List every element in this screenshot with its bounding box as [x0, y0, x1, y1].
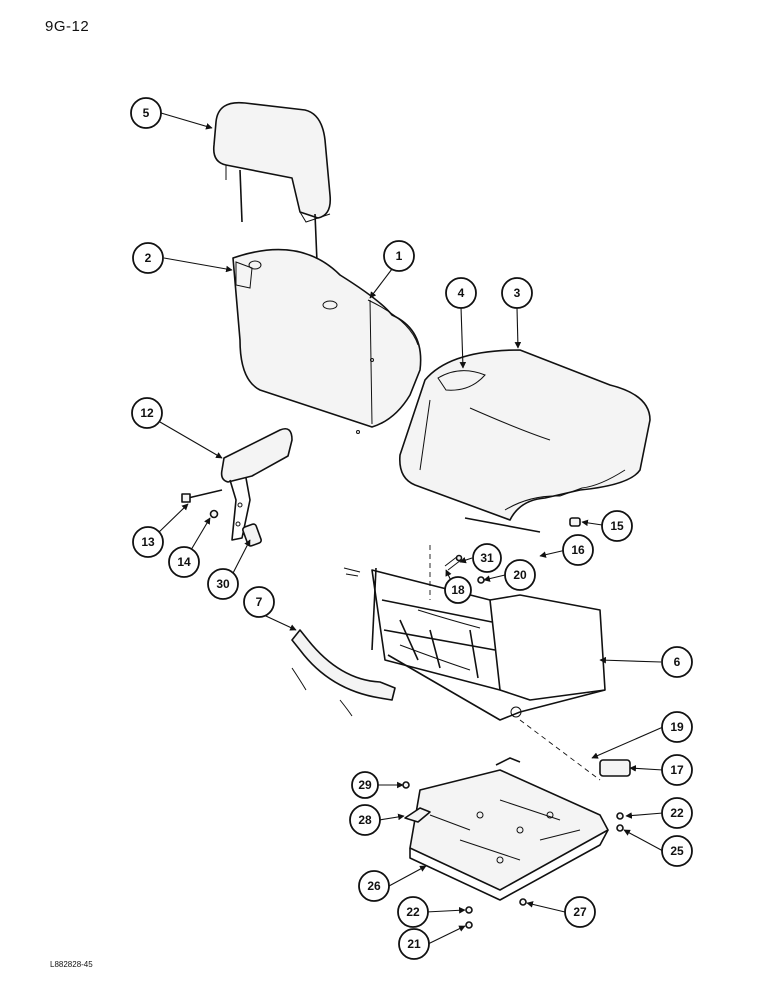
callout-5: 5	[130, 97, 162, 129]
callout-label: 31	[480, 551, 494, 565]
bolt-21-part	[465, 921, 473, 929]
callout-label: 14	[177, 555, 191, 569]
callout-label: 30	[216, 577, 230, 591]
callout-21: 21	[398, 928, 430, 960]
callout-label: 7	[256, 595, 263, 609]
callout-label: 15	[610, 519, 624, 533]
callout-label: 13	[141, 535, 155, 549]
callout-3: 3	[501, 277, 533, 309]
callout-2: 2	[132, 242, 164, 274]
callout-label: 21	[407, 937, 421, 951]
small-hardware	[343, 517, 581, 584]
callout-28: 28	[349, 804, 381, 836]
bracket-7-part	[291, 629, 396, 717]
callout-label: 17	[670, 763, 684, 777]
headrest-part	[212, 101, 332, 263]
callout-label: 4	[458, 286, 465, 300]
callout-17: 17	[661, 754, 693, 786]
callout-19: 19	[661, 711, 693, 743]
bolt-25-part	[616, 824, 624, 832]
leader-lines	[155, 112, 664, 945]
washer-14-part	[209, 509, 219, 519]
callout-7: 7	[243, 586, 275, 618]
fitting-29-part	[402, 781, 410, 789]
seat-cushion-part	[398, 349, 651, 521]
callout-25: 25	[661, 835, 693, 867]
callout-15: 15	[601, 510, 633, 542]
callout-27: 27	[564, 896, 596, 928]
base-plate-part	[409, 757, 609, 901]
lever-17-part	[599, 759, 631, 777]
callout-label: 29	[358, 778, 372, 792]
callout-label: 22	[670, 806, 684, 820]
callout-4: 4	[445, 277, 477, 309]
callout-label: 16	[571, 543, 585, 557]
callout-31: 31	[472, 543, 502, 573]
callout-22-lower: 22	[397, 896, 429, 928]
callout-14: 14	[168, 546, 200, 578]
callout-18: 18	[444, 576, 472, 604]
page-code: 9G-12	[45, 18, 90, 35]
nut-22-lower-part	[465, 906, 473, 914]
bolt-27-part	[519, 898, 527, 906]
callout-label: 5	[143, 106, 150, 120]
bolt-13-part	[181, 489, 223, 503]
callout-label: 6	[674, 655, 681, 669]
callout-label: 25	[670, 844, 684, 858]
seat-frame-part	[371, 567, 606, 721]
bushing-30-part	[242, 523, 262, 547]
nut-22-right-part	[616, 812, 624, 820]
callout-label: 1	[396, 249, 403, 263]
callout-label: 26	[367, 879, 381, 893]
callout-30: 30	[207, 568, 239, 600]
callout-label: 27	[573, 905, 587, 919]
callout-6: 6	[661, 646, 693, 678]
callout-label: 12	[140, 406, 154, 420]
callout-label: 3	[514, 286, 521, 300]
callout-13: 13	[132, 526, 164, 558]
callout-29: 29	[351, 771, 379, 799]
callout-26: 26	[358, 870, 390, 902]
fitting-28-part	[404, 807, 431, 823]
callout-label: 19	[670, 720, 684, 734]
callout-label: 20	[513, 568, 527, 582]
callout-12: 12	[131, 397, 163, 429]
callout-label: 22	[406, 905, 420, 919]
seat-back-part	[232, 248, 422, 434]
callout-16: 16	[562, 534, 594, 566]
callout-22-right: 22	[661, 797, 693, 829]
drawing-id: L882828-45	[50, 960, 93, 969]
armrest-part	[220, 427, 293, 541]
callout-label: 18	[451, 583, 465, 597]
callout-20: 20	[504, 559, 536, 591]
assembly-guide-line	[429, 545, 601, 781]
callout-label: 2	[145, 251, 152, 265]
callout-label: 28	[358, 813, 372, 827]
callout-1: 1	[383, 240, 415, 272]
